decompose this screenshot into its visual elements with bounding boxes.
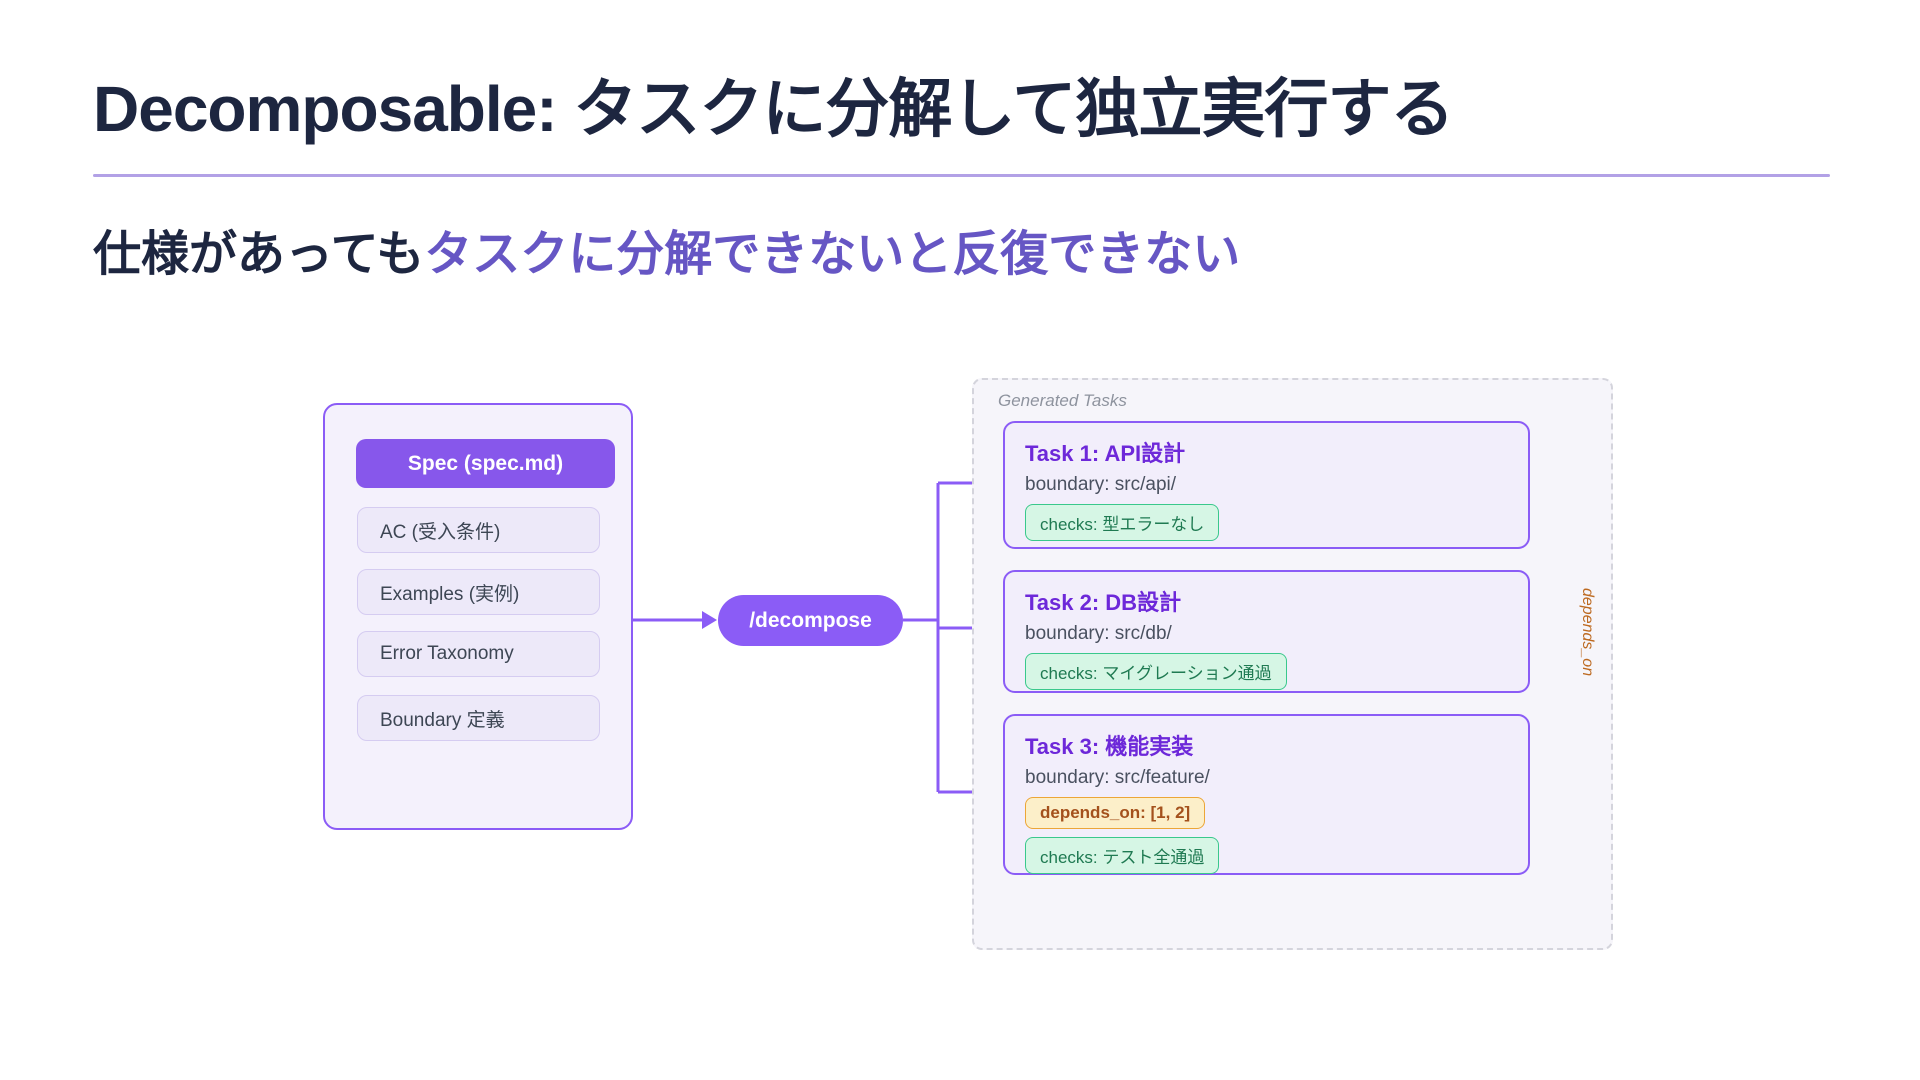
subtitle: 仕様があってもタスクに分解できないと反復できない xyxy=(93,226,1240,284)
task-title: Task 1: API設計 xyxy=(1025,441,1186,466)
subtitle-plain-text: 仕様があっても xyxy=(93,228,425,281)
task-title: Task 3: 機能実装 xyxy=(1025,734,1194,759)
spec-header: Spec (spec.md) xyxy=(356,439,615,488)
depends-on-badge: depends_on: [1, 2] xyxy=(1025,797,1206,829)
page-title: Decomposable: タスクに分解して独立実行する xyxy=(93,73,1454,145)
spec-item-examples: Examples (実例) xyxy=(357,569,600,615)
arrowhead-right-icon xyxy=(702,611,717,629)
subtitle-accent-text: タスクに分解できないと反復できない xyxy=(424,228,1241,281)
decompose-command-pill: /decompose xyxy=(718,595,903,646)
spec-item-ac: AC (受入条件) xyxy=(357,507,600,553)
task-card-1: Task 1: API設計 boundary: src/api/ checks:… xyxy=(1003,421,1530,549)
generated-tasks-label: Generated Tasks xyxy=(998,391,1127,410)
title-underline xyxy=(93,174,1830,177)
spec-box: Spec (spec.md) AC (受入条件) Examples (実例) E… xyxy=(323,403,633,830)
task-card-3: Task 3: 機能実装 boundary: src/feature/ depe… xyxy=(1003,714,1530,875)
task-card-2: Task 2: DB設計 boundary: src/db/ checks: マ… xyxy=(1003,570,1530,693)
checks-badge: checks: 型エラーなし xyxy=(1025,504,1220,541)
task-boundary: boundary: src/feature/ xyxy=(1025,767,1210,788)
generated-tasks-container: Generated Tasks Task 1: API設計 boundary: … xyxy=(972,378,1613,950)
task-boundary: boundary: src/db/ xyxy=(1025,623,1172,644)
task-boundary: boundary: src/api/ xyxy=(1025,474,1177,495)
spec-item-boundary: Boundary 定義 xyxy=(357,695,600,741)
spec-item-error-taxonomy: Error Taxonomy xyxy=(357,631,600,677)
decompose-branch-lines xyxy=(903,481,972,794)
task-title: Task 2: DB設計 xyxy=(1025,590,1182,615)
checks-badge: checks: テスト全通過 xyxy=(1025,837,1220,874)
depends-on-edge-label: depends_on xyxy=(1579,588,1596,677)
checks-badge: checks: マイグレーション通過 xyxy=(1025,653,1287,690)
